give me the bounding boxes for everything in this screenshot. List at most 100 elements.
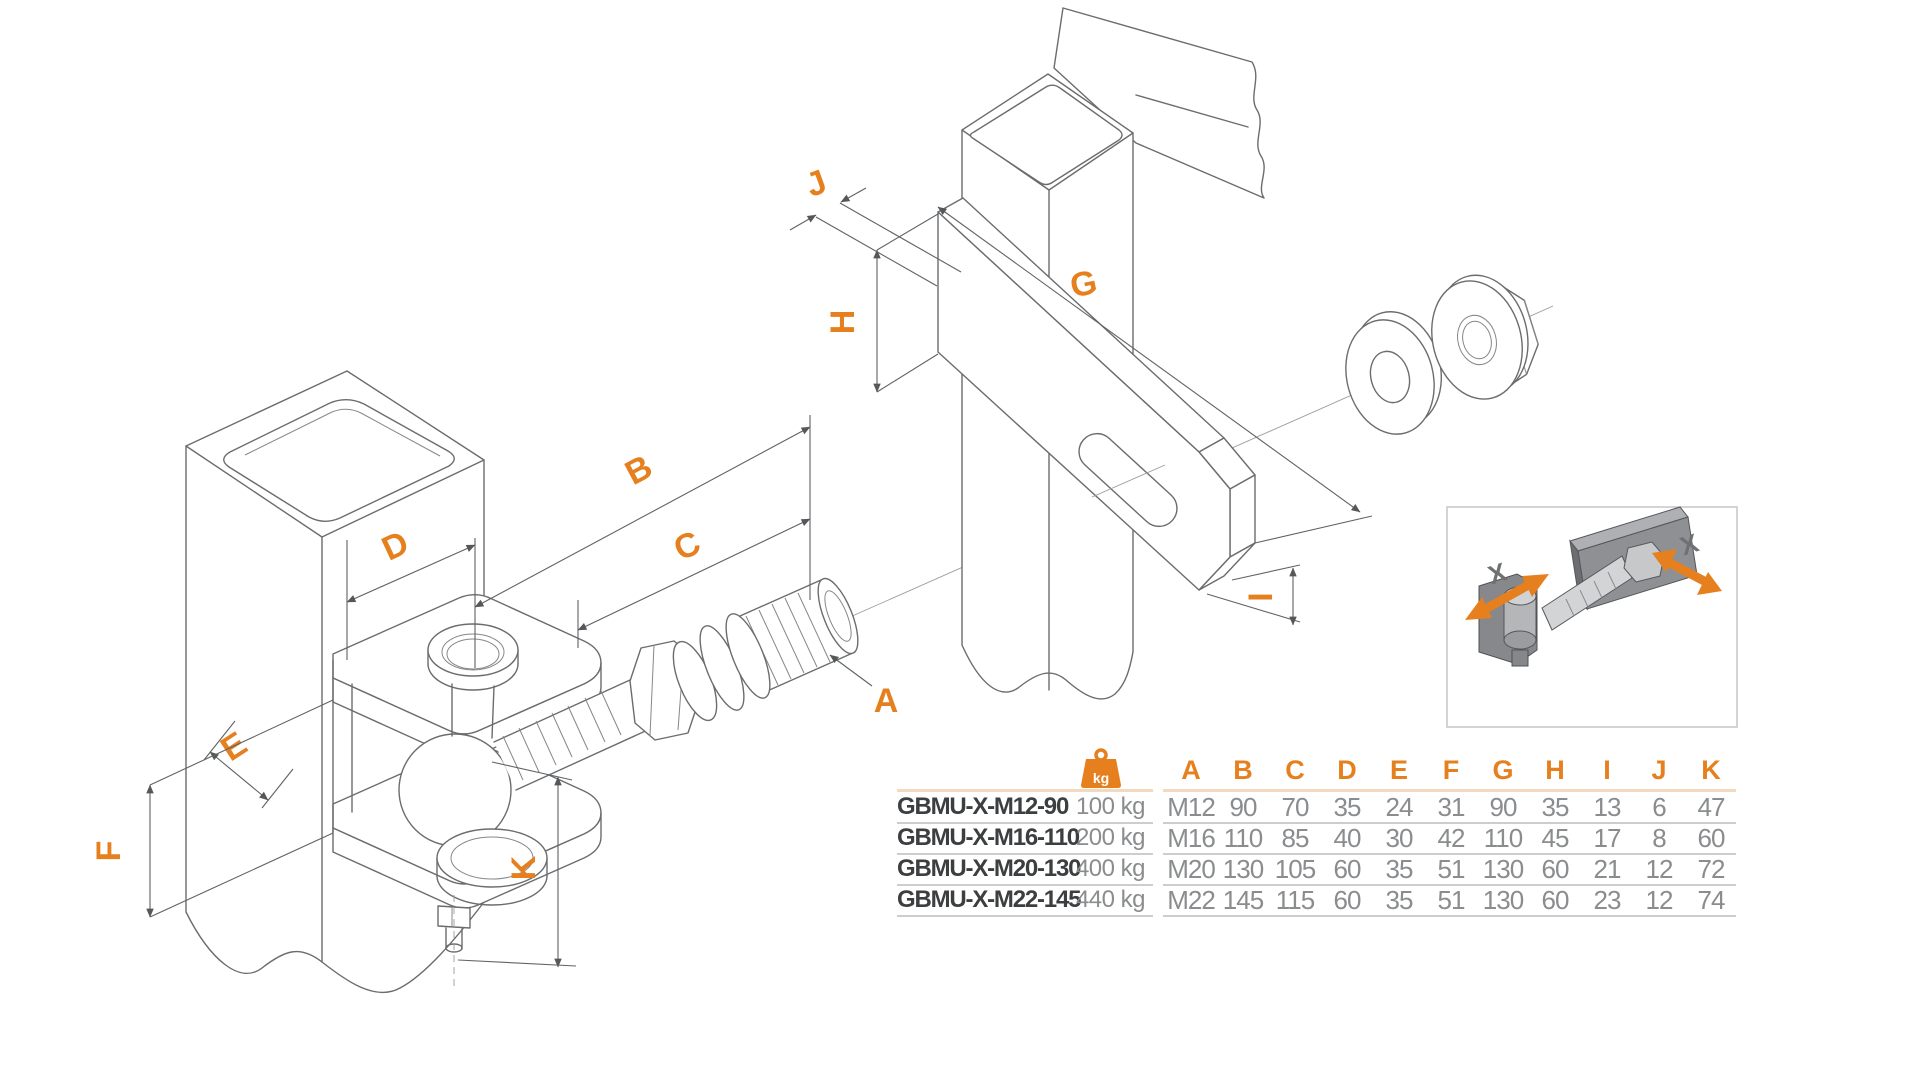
cell: 70 bbox=[1281, 792, 1310, 822]
cell: 51 bbox=[1437, 854, 1466, 884]
cell: 74 bbox=[1697, 885, 1726, 915]
col-header-H: H bbox=[1545, 755, 1565, 785]
dim-label-B: B bbox=[619, 448, 659, 493]
ball-joint bbox=[398, 623, 548, 988]
hex-nut bbox=[629, 640, 718, 741]
row-divider bbox=[1163, 822, 1736, 824]
cell: 115 bbox=[1275, 885, 1315, 915]
table-bottom-line bbox=[1163, 915, 1736, 917]
table-row: GBMU-X-M12-90 100 kg M12 90 70 35 24 31 … bbox=[0, 792, 1920, 822]
col-header-G: G bbox=[1492, 755, 1514, 785]
cell: 30 bbox=[1385, 823, 1414, 853]
cell: 24 bbox=[1385, 792, 1414, 822]
adjustment-arrow-right bbox=[1652, 549, 1722, 595]
dimension-A: A bbox=[829, 654, 899, 720]
kg-weight-icon: kg bbox=[1081, 748, 1121, 788]
cell: 35 bbox=[1541, 792, 1570, 822]
dim-label-H: H bbox=[824, 310, 862, 335]
cell: 145 bbox=[1222, 885, 1264, 915]
cell: 8 bbox=[1652, 823, 1666, 853]
row-divider bbox=[1163, 884, 1736, 886]
flange-nut-exploded bbox=[1431, 274, 1539, 400]
col-header-C: C bbox=[1285, 755, 1305, 785]
cell: M12 bbox=[1167, 792, 1216, 822]
dimension-J: J bbox=[789, 163, 962, 287]
cell: 60 bbox=[1333, 885, 1362, 915]
row-divider bbox=[1163, 853, 1736, 855]
cell: 90 bbox=[1489, 792, 1518, 822]
cell: 51 bbox=[1437, 885, 1466, 915]
kg-icon-label: kg bbox=[1093, 770, 1109, 786]
inset-bracket bbox=[1478, 573, 1538, 667]
cell: 60 bbox=[1697, 823, 1726, 853]
cell: 130 bbox=[1482, 854, 1524, 884]
cell: 45 bbox=[1541, 823, 1570, 853]
row-divider bbox=[897, 853, 1153, 855]
cell: 130 bbox=[1222, 854, 1264, 884]
ball-cup bbox=[436, 828, 548, 906]
table-bottom-line bbox=[897, 915, 1153, 917]
bottom-stud bbox=[437, 895, 471, 988]
cell: 42 bbox=[1437, 823, 1466, 853]
adjustment-arrow-left bbox=[1465, 574, 1549, 620]
model-name: GBMU-X-M22-145 bbox=[897, 886, 1081, 913]
dimension-I: I bbox=[1206, 564, 1301, 626]
inset-bolt bbox=[1541, 541, 1665, 631]
model-name: GBMU-X-M16-110 bbox=[897, 824, 1080, 851]
cell: 90 bbox=[1229, 792, 1258, 822]
threaded-rod bbox=[493, 577, 859, 791]
dim-label-F: F bbox=[90, 841, 128, 862]
dim-label-J: J bbox=[801, 163, 832, 205]
dimension-K: K bbox=[457, 761, 577, 968]
header-underline-right bbox=[1163, 789, 1736, 792]
header-underline-left bbox=[897, 789, 1153, 792]
thread-lines bbox=[502, 690, 622, 781]
weight-value: 400 kg bbox=[1075, 855, 1146, 882]
pivot-ring bbox=[427, 623, 519, 691]
cell: M20 bbox=[1167, 854, 1216, 884]
cell: 23 bbox=[1593, 885, 1622, 915]
cell: 12 bbox=[1645, 854, 1674, 884]
cell: 13 bbox=[1593, 792, 1622, 822]
cell: 85 bbox=[1281, 823, 1310, 853]
dim-label-C: C bbox=[668, 524, 707, 569]
cell: 110 bbox=[1483, 823, 1523, 853]
col-header-F: F bbox=[1442, 755, 1460, 785]
cell: 60 bbox=[1333, 854, 1362, 884]
cell: 105 bbox=[1274, 854, 1316, 884]
cell: 31 bbox=[1437, 792, 1466, 822]
cell: 47 bbox=[1697, 792, 1726, 822]
table-row: GBMU-X-M22-145 440 kg M22 145 115 60 35 … bbox=[0, 885, 1920, 915]
dim-label-A: A bbox=[874, 682, 899, 720]
cell: 60 bbox=[1541, 885, 1570, 915]
col-header-D: D bbox=[1337, 755, 1357, 785]
cell: 21 bbox=[1593, 854, 1622, 884]
cell: 130 bbox=[1482, 885, 1524, 915]
dimension-F: F bbox=[90, 699, 334, 918]
cell: 60 bbox=[1541, 854, 1570, 884]
table-row: GBMU-X-M20-130 400 kg M20 130 105 60 35 … bbox=[0, 854, 1920, 884]
model-name: GBMU-X-M20-130 bbox=[897, 855, 1081, 882]
cell: 72 bbox=[1697, 854, 1726, 884]
cell: 12 bbox=[1645, 885, 1674, 915]
table-row: GBMU-X-M16-110 200 kg M16 110 85 40 30 4… bbox=[0, 823, 1920, 853]
dim-label-K: K bbox=[505, 855, 543, 880]
col-header-K: K bbox=[1701, 755, 1721, 785]
col-header-E: E bbox=[1389, 755, 1408, 785]
dimension-H: H bbox=[824, 213, 939, 393]
col-header-B: B bbox=[1233, 755, 1253, 785]
weight-value: 100 kg bbox=[1075, 793, 1146, 820]
col-header-A: A bbox=[1181, 755, 1201, 785]
gate-beam bbox=[1053, 7, 1265, 199]
weight-value: 440 kg bbox=[1075, 886, 1146, 913]
cell: 17 bbox=[1593, 823, 1622, 853]
cell: 40 bbox=[1333, 823, 1362, 853]
cell: 110 bbox=[1223, 823, 1263, 853]
cell: 35 bbox=[1385, 885, 1414, 915]
inset-panel: X X bbox=[1446, 506, 1738, 728]
washer-exploded bbox=[1345, 311, 1443, 435]
row-divider bbox=[897, 822, 1153, 824]
col-header-J: J bbox=[1651, 755, 1667, 785]
